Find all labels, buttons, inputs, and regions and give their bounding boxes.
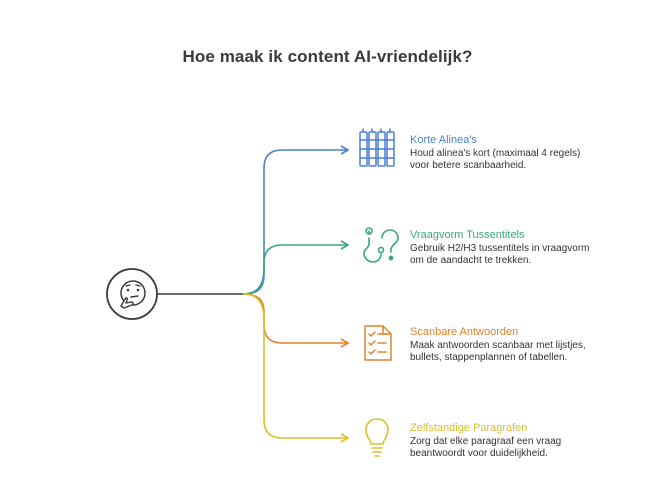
- item-scanbare-antwoorden: Scanbare Antwoorden Maak antwoorden scan…: [410, 326, 640, 364]
- item-description: Houd alinea's kort (maximaal 4 regels) v…: [410, 148, 640, 172]
- item-description-line: Houd alinea's kort (maximaal 4 regels): [410, 148, 581, 159]
- item-description: Gebruik H2/H3 tussentitels in vraagvorm …: [410, 243, 640, 267]
- item-description-line: voor betere scanbaarheid.: [410, 160, 527, 171]
- arrow-head-1: [340, 145, 350, 155]
- item-description-line: bullets, stappenplannen of tabellen.: [410, 352, 568, 363]
- page-title: Hoe maak ik content AI-vriendelijk?: [182, 47, 473, 66]
- checklist-icon: [364, 325, 392, 361]
- item-vraagvorm-tussentitels: Vraagvorm Tussentitels Gebruik H2/H3 tus…: [410, 229, 640, 267]
- question-marks-icon: [363, 227, 399, 263]
- item-description: Zorg dat elke paragraaf een vraag beantw…: [410, 436, 640, 460]
- item-description: Maak antwoorden scanbaar met lijstjes, b…: [410, 340, 640, 364]
- item-description-line: om de aandacht te trekken.: [410, 255, 532, 266]
- books-icon: [359, 128, 395, 167]
- item-description-line: beantwoordt voor duidelijkheid.: [410, 448, 548, 459]
- item-description-line: Gebruik H2/H3 tussentitels in vraagvorm: [410, 243, 590, 254]
- branch-line-1: [242, 149, 347, 295]
- item-title: Vraagvorm Tussentitels: [410, 229, 525, 241]
- thinking-face-icon: [106, 268, 158, 320]
- branch-line-2: [242, 244, 347, 295]
- item-description-line: Zorg dat elke paragraaf een vraag: [410, 436, 562, 447]
- item-title: Zelfstandige Paragrafen: [410, 422, 528, 434]
- branch-line-3: [242, 293, 347, 344]
- item-zelfstandige-paragrafen: Zelfstandige Paragrafen Zorg dat elke pa…: [410, 422, 640, 460]
- item-title: Korte Alinea's: [410, 134, 477, 146]
- item-korte-alineas: Korte Alinea's Houd alinea's kort (maxim…: [410, 134, 640, 172]
- lightbulb-icon: [365, 418, 389, 457]
- arrow-head-4: [340, 433, 350, 443]
- arrow-head-3: [340, 338, 350, 348]
- arrow-head-2: [340, 240, 350, 250]
- item-title: Scanbare Antwoorden: [410, 326, 519, 338]
- item-description-line: Maak antwoorden scanbaar met lijstjes,: [410, 340, 586, 351]
- branch-line-4: [242, 293, 347, 439]
